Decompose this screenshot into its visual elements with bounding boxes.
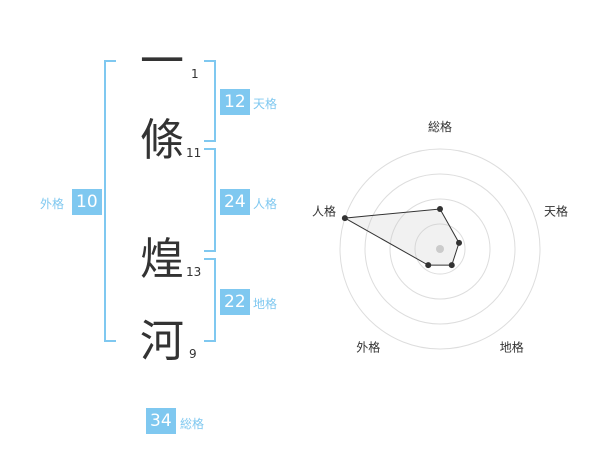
soukaku-label: 総格 [180,417,205,431]
radar-ring-2 [389,198,491,300]
radar-axis-label-5: 人格 [312,203,336,218]
soukaku-value: 34 [146,408,176,434]
radar-axis-label-4: 外格 [356,340,380,355]
name-char-3: 煌 [140,234,184,285]
stroke-count-2: 11 [186,146,202,160]
tenkaku-label: 天格 [253,97,278,111]
radar-center [436,245,444,253]
radar-axis-label-2: 天格 [544,203,568,218]
tenkaku-bracket [204,60,216,142]
radar-point-3 [448,262,455,269]
radar-point-1 [437,206,443,212]
jinkaku-bracket [204,148,216,252]
chikaku-value: 22 [220,289,250,315]
radar-axis-label-3: 地格 [500,340,524,355]
tenkaku-value: 12 [220,89,250,115]
jinkaku-value: 24 [220,189,250,215]
radar-data-polygon [343,208,460,266]
gaikaku-bracket [104,60,116,342]
jinkaku-label: 人格 [253,197,278,211]
radar-ring-3 [364,173,516,325]
radar-ring-4 [339,148,541,350]
radar-point-5 [341,215,348,222]
gaikaku-label: 外格 [40,197,65,211]
name-char-4: 河 [140,316,184,367]
gaikaku-value: 10 [72,189,102,215]
radar-axis-label-1: 総格 [428,119,452,134]
chikaku-bracket [204,258,216,342]
stroke-count-1: 1 [191,67,199,81]
stroke-count-4: 9 [189,347,197,361]
radar-ring-1 [414,223,466,275]
name-char-2: 條 [140,115,184,166]
radar-point-4 [425,262,432,269]
stroke-count-3: 13 [186,265,202,279]
radar-point-2 [456,239,463,246]
chikaku-label: 地格 [253,297,278,311]
name-char-1: 一 [140,36,184,87]
